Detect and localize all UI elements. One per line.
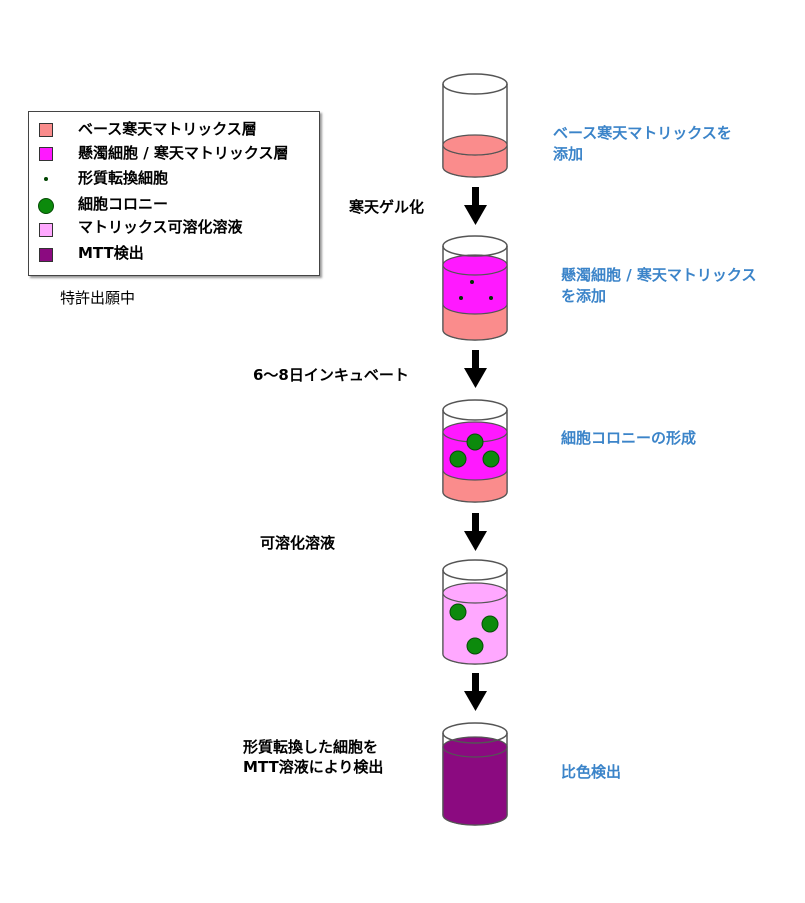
legend-label-colony: 細胞コロニー: [78, 195, 169, 213]
arrow-1: [464, 187, 487, 225]
step-description-5: 比色検出: [561, 762, 621, 783]
transition-label-1: 寒天ゲル化: [349, 197, 424, 217]
transformed-cell-dot: [44, 177, 48, 181]
cup-step-5: [442, 722, 508, 826]
transition-2-line-1: 6〜8日インキュベート: [253, 366, 409, 384]
transition-4-line-1: 形質転換した細胞を: [243, 738, 379, 756]
arrow-3: [464, 513, 487, 551]
transition-3-line-1: 可溶化溶液: [260, 534, 336, 552]
step-description-3: 細胞コロニーの形成: [561, 428, 696, 449]
step-description-2: 懸濁細胞 / 寒天マトリックス を添加: [561, 265, 756, 307]
cup-step-3: [442, 399, 508, 503]
cup-step-1: [442, 73, 508, 178]
cell-agar-swatch: [39, 147, 53, 161]
step-2-line-2: を添加: [561, 287, 607, 305]
mtt-swatch: [39, 248, 53, 262]
arrow-4: [464, 673, 487, 711]
base-agar-swatch: [39, 123, 53, 137]
arrow-2: [464, 350, 487, 388]
patent-pending-note: 特許出願中: [60, 289, 136, 307]
cup-step-4: [442, 559, 508, 665]
legend-label-cell-agar: 懸濁細胞 / 寒天マトリックス層: [78, 144, 289, 162]
legend-label-transformed-cell: 形質転換細胞: [78, 169, 169, 187]
transition-label-3: 可溶化溶液: [260, 533, 335, 553]
transition-label-4: 形質転換した細胞を MTT溶液により検出: [243, 737, 383, 777]
legend-box: ベース寒天マトリックス層 懸濁細胞 / 寒天マトリックス層 形質転換細胞 細胞コ…: [28, 111, 320, 276]
solubilized-swatch: [39, 223, 53, 237]
transition-1-line-1: 寒天ゲル化: [349, 198, 425, 216]
step-5-line-1: 比色検出: [561, 763, 622, 781]
transition-label-2: 6〜8日インキュベート: [253, 365, 409, 385]
legend-label-solubilized: マトリックス可溶化溶液: [78, 218, 243, 236]
legend-label-mtt: MTT検出: [78, 244, 144, 262]
colony-dot: [38, 198, 54, 214]
step-3-line-1: 細胞コロニーの形成: [561, 429, 697, 447]
step-1-line-1: ベース寒天マトリックスを: [553, 124, 732, 142]
transition-4-line-2: MTT溶液により検出: [243, 758, 384, 776]
step-description-1: ベース寒天マトリックスを 添加: [553, 123, 732, 165]
cup-step-2: [442, 235, 508, 341]
legend-label-base-agar: ベース寒天マトリックス層: [78, 120, 257, 138]
step-1-line-2: 添加: [553, 145, 584, 163]
step-2-line-1: 懸濁細胞 / 寒天マトリックス: [561, 266, 757, 284]
